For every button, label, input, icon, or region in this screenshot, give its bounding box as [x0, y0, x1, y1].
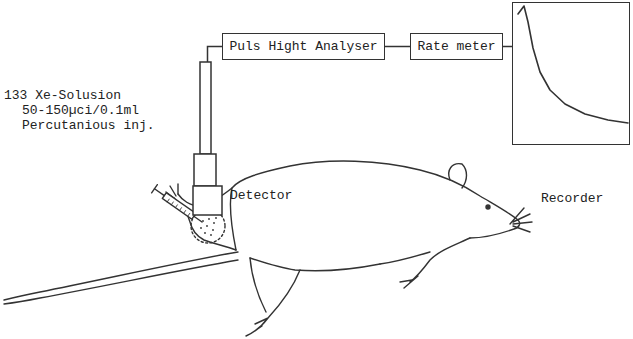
signal-wire [503, 46, 512, 48]
injection-note: 133 Xe-Solusion [4, 88, 121, 103]
node-label: Recorder [541, 191, 603, 206]
node-label: Detector [230, 188, 292, 203]
signal-wire [208, 47, 223, 63]
analyser-box: Puls Hight Analyser [222, 33, 385, 60]
node-label: Puls Hight Analyser [229, 39, 377, 54]
node-label: Rate meter [417, 39, 495, 54]
signal-wire [385, 46, 410, 48]
injection-note: 50-150µci/0.1ml [22, 103, 139, 118]
detector-probe: Detector [190, 62, 225, 215]
detector-outline [190, 62, 225, 215]
rate-meter-box: Rate meter [410, 33, 503, 60]
injection-note: Percutanious inj. [22, 118, 155, 133]
recorder-box: Recorder [512, 2, 630, 145]
